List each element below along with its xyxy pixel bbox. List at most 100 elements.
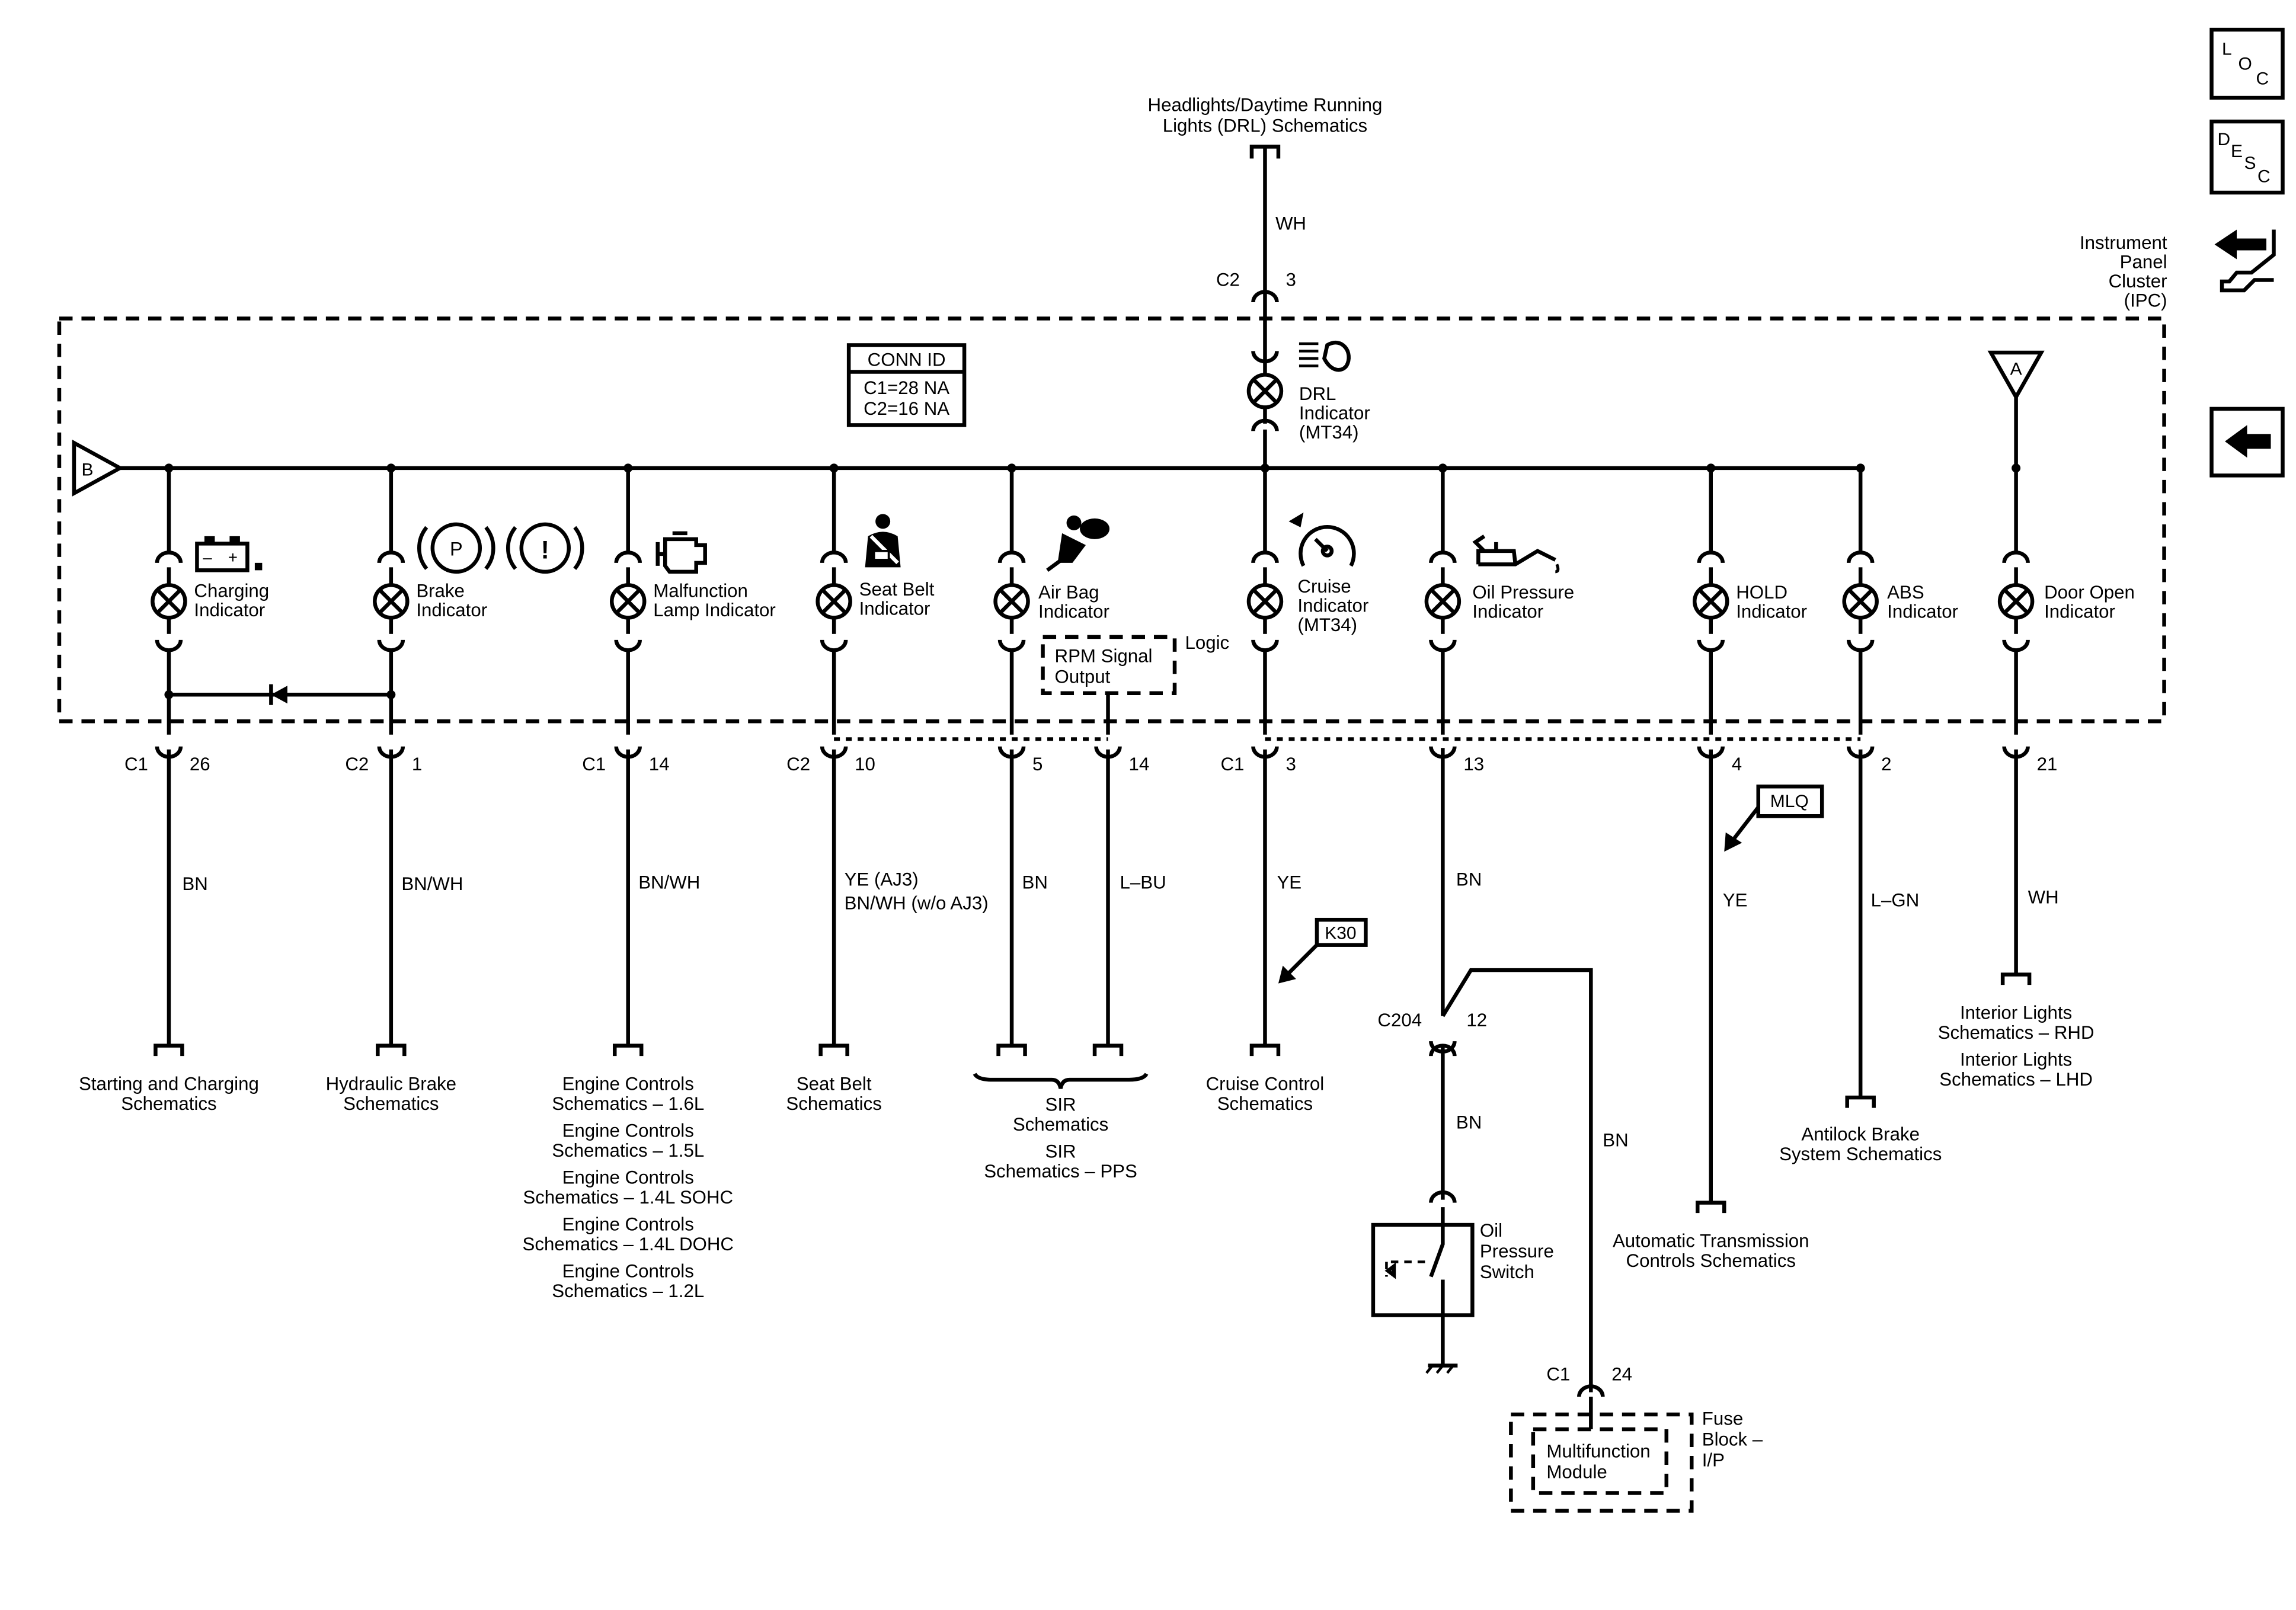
destination-ref: Schematics – 1.6L [552, 1093, 704, 1114]
destination-bracket [1249, 1044, 1281, 1057]
indicator-label: Indicator [1887, 601, 1958, 622]
drl-indicator-label-2: Indicator [1299, 402, 1370, 423]
option-tag-mlq-label: MLQ [1770, 792, 1809, 811]
component-name-line3: Cluster [2109, 271, 2167, 292]
connector-pin: 13 [1463, 754, 1484, 774]
svg-text:+: + [228, 548, 238, 566]
connector-pin: 3 [1285, 754, 1296, 774]
lamp-terminal-bottom [377, 639, 405, 652]
connector-end-view-icon[interactable] [2214, 229, 2276, 293]
conn-id-title: CONN ID [868, 349, 946, 370]
lamp-terminal-top [997, 550, 1026, 564]
destination-ref: Schematics – LHD [1939, 1069, 2093, 1090]
indicator-label: Brake [416, 580, 465, 601]
connector-pin: 1 [412, 754, 422, 774]
destination-ref: Schematics [121, 1093, 216, 1114]
desc-letter-2: E [2231, 142, 2243, 161]
destination-ref: Engine Controls [562, 1261, 694, 1282]
destination-ref: Schematics – 1.4L SOHC [523, 1187, 733, 1208]
air-bag-icon [1046, 515, 1110, 572]
destination-ref: Antilock Brake [1801, 1124, 1920, 1145]
oil-can-icon [1472, 534, 1560, 574]
destination-ref: Engine Controls [562, 1074, 694, 1094]
module-label-1: Multifunction [1546, 1441, 1650, 1461]
bus-splice-dot [386, 463, 396, 473]
wire-color: BN/WH [638, 872, 700, 893]
connector-pin: 2 [1881, 754, 1891, 774]
component-name-line4: (IPC) [2124, 290, 2167, 311]
connector-pin: 4 [1732, 754, 1742, 774]
loc-letter-2: O [2239, 55, 2252, 74]
indicator-lamp-cross [1697, 588, 1725, 615]
indicator-label: (MT34) [1297, 614, 1357, 635]
indicator-lamp-cross [1847, 588, 1874, 615]
back-button[interactable] [2209, 406, 2285, 478]
destination-bracket [818, 1044, 849, 1057]
option-tag-k30[interactable]: K30 [1278, 917, 1368, 984]
seat-belt-icon [865, 514, 901, 568]
desc-letter-1: D [2218, 130, 2231, 149]
bus-splice-dot [1856, 463, 1865, 473]
destination-ref: Schematics [786, 1093, 881, 1114]
indicator-lamp-cross [1430, 588, 1456, 615]
destination-bracket [1696, 1201, 1726, 1214]
loc-letter-1: L [2222, 40, 2232, 59]
oil-lower-wire-color: BN [1456, 1112, 1482, 1133]
connector-pin: 14 [649, 754, 670, 774]
indicator-lamp-cross [1252, 588, 1278, 615]
destination-bracket [154, 1044, 184, 1057]
indicator-label: Air Bag [1038, 582, 1099, 603]
indicator-label: Indicator [1472, 601, 1543, 622]
option-tag-mlq[interactable]: MLQ [1724, 785, 1824, 852]
indicator-lamp-cross [615, 588, 642, 615]
connector-pin: 10 [855, 754, 875, 774]
wire-color: WH [2028, 887, 2059, 908]
wire-color: L–GN [1871, 890, 1920, 911]
desc-button[interactable]: D E S C [2209, 119, 2285, 195]
loc-button[interactable]: L O C [2209, 27, 2285, 100]
drl-schematic-ref-line2[interactable]: Lights (DRL) Schematics [1163, 116, 1367, 136]
indicator-label: Cruise [1297, 576, 1351, 597]
brake-icon-p: P [450, 538, 463, 559]
drl-connector-name: C2 [1216, 269, 1240, 290]
option-tag-k30-label: K30 [1325, 924, 1356, 943]
lamp-terminal-bottom [820, 639, 848, 652]
indicator-lamp-cross [155, 588, 183, 615]
connector-name: C1 [582, 754, 606, 774]
component-name-line1: Instrument [2080, 232, 2167, 253]
conn-id-box: CONN ID C1=28 NA C2=16 NA [846, 343, 967, 427]
module-label-2: Module [1546, 1461, 1607, 1482]
lamp-terminal-bottom [155, 639, 183, 652]
destination-ref: Schematics [343, 1093, 439, 1114]
brake-charging-diode [164, 684, 396, 705]
indicator-label: Seat Belt [859, 579, 935, 600]
destination-ref: Schematics – RHD [1938, 1022, 2094, 1043]
conn-id-line1: C1=28 NA [864, 377, 949, 398]
indicator-label: Indicator [2044, 601, 2115, 622]
wire-color: YE [1277, 872, 1302, 893]
destination-ref: Schematics – PPS [984, 1161, 1137, 1182]
drl-headlamp-icon [1299, 340, 1351, 372]
lamp-terminal-top [155, 550, 183, 564]
bus-splice-dot [623, 463, 633, 473]
drl-schematic-ref-line1[interactable]: Headlights/Daytime Running [1148, 95, 1383, 116]
bus-splice-dot [1007, 463, 1016, 473]
rpm-signal-output-box: RPM Signal Output Logic [1041, 632, 1229, 735]
rpm-label-2: Output [1055, 666, 1111, 687]
oil-pressure-switch-box [1371, 1222, 1475, 1317]
